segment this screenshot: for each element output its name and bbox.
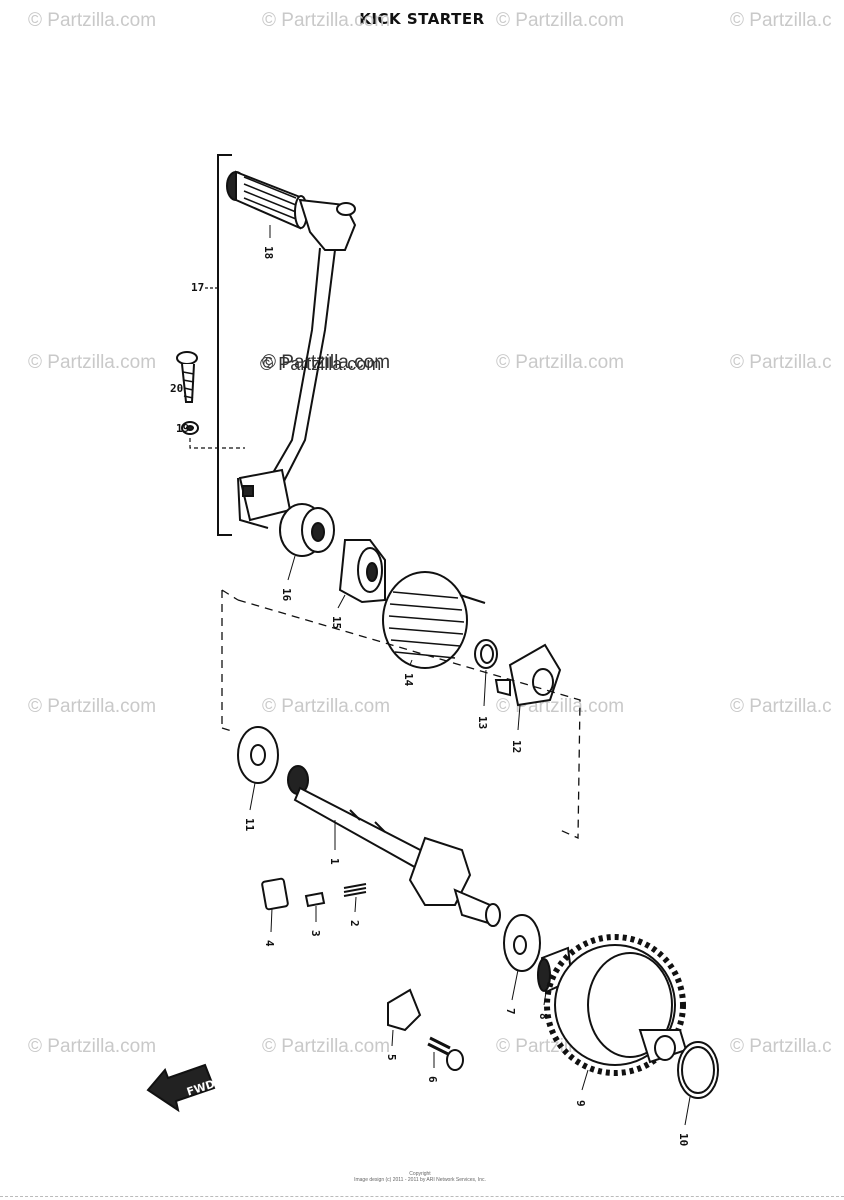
callout-15: 15 bbox=[330, 616, 343, 629]
screw bbox=[427, 1036, 451, 1056]
watermark: © Partzilla.com bbox=[496, 10, 625, 31]
callout-12: 12 bbox=[510, 740, 523, 753]
circlip-large bbox=[677, 1041, 719, 1099]
callout-8: 8 bbox=[537, 1013, 550, 1020]
bolt bbox=[176, 351, 198, 403]
kick-stopper bbox=[494, 643, 562, 707]
callout-7: 7 bbox=[504, 1008, 517, 1015]
page-title: KICK STARTER bbox=[359, 10, 485, 28]
callout-16: 16 bbox=[280, 588, 293, 602]
watermark: © Partzilla.com bbox=[28, 10, 157, 31]
watermark: © Partzilla.com bbox=[262, 696, 391, 717]
return-spring bbox=[382, 571, 486, 669]
divider bbox=[0, 1196, 844, 1197]
kick-gear bbox=[544, 934, 688, 1076]
watermark: © Partzilla.com bbox=[262, 10, 391, 31]
copyright: Copyright Image design (c) 2011 - 2011 b… bbox=[330, 1171, 510, 1183]
watermark: © Partzilla.c bbox=[730, 696, 832, 717]
copyright-line: Copyright bbox=[409, 1171, 431, 1177]
watermark: © Partzilla.com bbox=[262, 352, 391, 373]
watermark: © Partzilla.com bbox=[496, 352, 625, 373]
callout-17: 17 bbox=[191, 281, 204, 294]
watermark: © Partzilla.com bbox=[28, 696, 157, 717]
kick-shaft bbox=[287, 765, 501, 927]
pawl bbox=[261, 877, 289, 911]
watermark: © Partzilla.c bbox=[730, 10, 832, 31]
callout-9: 9 bbox=[574, 1100, 587, 1107]
callout-20: 20 bbox=[170, 382, 183, 395]
callout-6: 6 bbox=[426, 1076, 439, 1083]
kick-grip bbox=[226, 170, 308, 230]
watermark: © Partzilla.c bbox=[730, 352, 832, 373]
watermark: © Partzilla.com bbox=[28, 1036, 157, 1057]
callout-19: 19 bbox=[176, 422, 189, 435]
callout-13: 13 bbox=[476, 716, 489, 729]
guide bbox=[387, 988, 422, 1032]
callout-2: 2 bbox=[348, 920, 361, 927]
callout-1: 1 bbox=[328, 858, 341, 865]
watermark: © Partzilla.c bbox=[730, 1036, 832, 1057]
guide-cam bbox=[338, 539, 386, 604]
callout-18: 18 bbox=[262, 246, 275, 259]
callout-3: 3 bbox=[309, 930, 322, 937]
assembly-bracket bbox=[217, 154, 232, 536]
pin bbox=[304, 891, 326, 908]
callout-4: 4 bbox=[263, 940, 276, 947]
callout-11: 11 bbox=[243, 818, 256, 832]
callout-10: 10 bbox=[677, 1133, 690, 1146]
forward-arrow-icon bbox=[146, 1063, 216, 1113]
thrust-washer bbox=[237, 726, 279, 784]
callout-5: 5 bbox=[385, 1054, 398, 1061]
spring bbox=[343, 883, 367, 897]
watermark: © Partzilla.com bbox=[262, 1036, 391, 1057]
bearing bbox=[279, 503, 335, 557]
copyright-line: Image design (c) 2011 - 2011 by ARI Netw… bbox=[354, 1177, 486, 1183]
callout-14: 14 bbox=[402, 673, 415, 687]
thrust-washer bbox=[503, 914, 541, 972]
center-watermark: © Partzilla.com bbox=[260, 354, 382, 374]
watermark: © Partzilla.com bbox=[28, 352, 157, 373]
